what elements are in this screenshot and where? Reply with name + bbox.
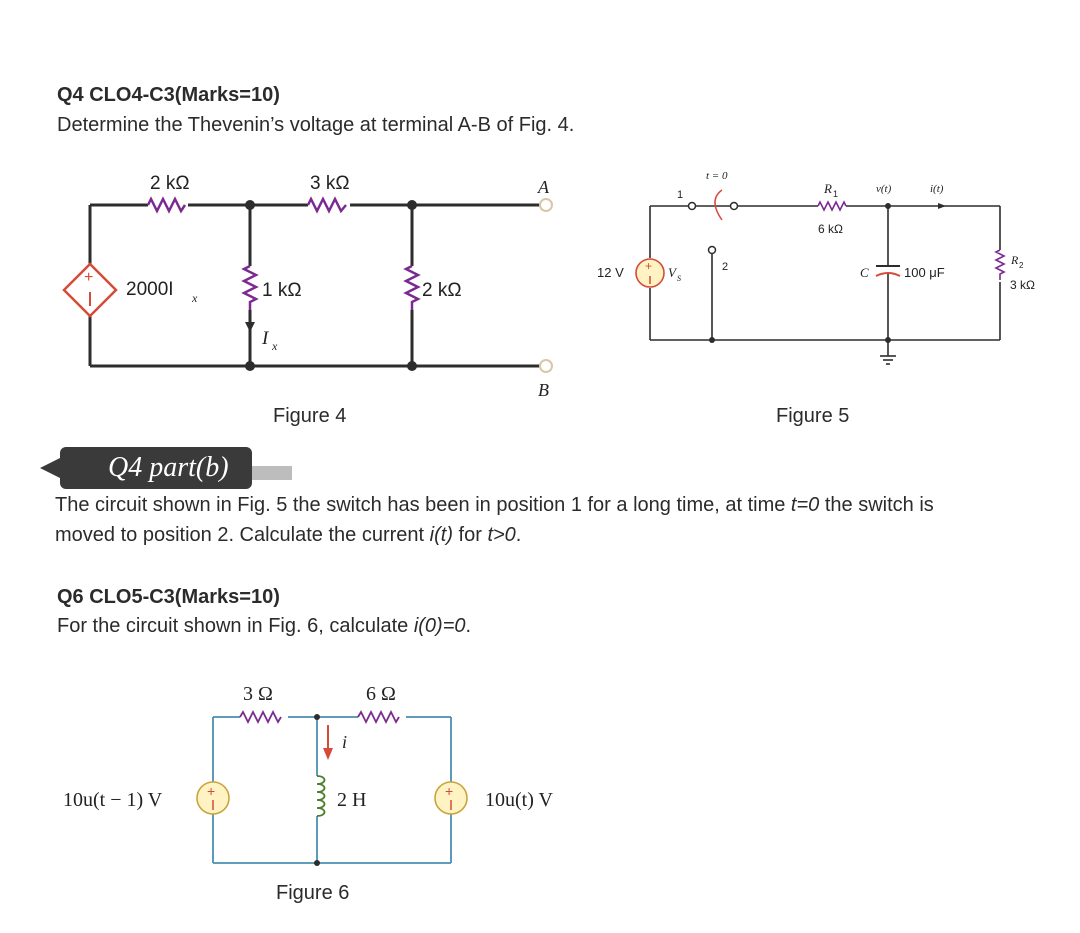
fig5-node-dot	[885, 337, 891, 343]
fig6-r-right-label: 6 Ω	[366, 683, 396, 705]
q4-prompt: Determine the Thevenin’s voltage at term…	[57, 114, 575, 136]
fig5-r1-sub: 1	[833, 189, 838, 199]
fig5-cap-name: C	[860, 265, 869, 280]
fig4-current-arrow-icon	[245, 322, 255, 332]
fig5-switch-time: t = 0	[706, 170, 728, 182]
figure-4	[88, 203, 540, 368]
fig4-terminal-b-icon	[539, 359, 553, 373]
fig5-v-label: v(t)	[876, 183, 892, 195]
fig5-switch-pole-2-icon	[707, 245, 717, 255]
fig6-current-label: i	[342, 732, 347, 752]
fig6-left-source-icon	[196, 781, 230, 815]
fig5-i-label: i(t)	[930, 183, 944, 195]
fig4-node-dot	[245, 361, 255, 371]
q4b-tag: Q4 part(b)	[60, 447, 252, 489]
fig5-source-value: 12 V	[597, 265, 624, 280]
fig5-current-arrow-icon	[938, 203, 946, 209]
fig4-r-vert2-label: 2 kΩ	[422, 280, 462, 301]
figure-6	[212, 716, 452, 864]
fig5-cap-plate-curved-icon	[875, 272, 901, 277]
fig4-terminal-a-label: A	[537, 177, 550, 197]
fig4-r-mid-label: 3 kΩ	[310, 173, 350, 194]
fig5-node-dot	[885, 203, 891, 209]
fig5-pos1-label: 1	[677, 189, 683, 201]
fig4-current-sub: x	[271, 339, 278, 353]
fig4-node-dot	[407, 200, 417, 210]
fig5-source-name: V	[668, 265, 678, 280]
fig6-node-dot	[314, 714, 320, 720]
fig4-source-sub: x	[191, 291, 198, 305]
fig5-switch-arrow-icon	[714, 189, 723, 221]
q4b-line2-2: for	[452, 524, 488, 546]
q4b-line-1: The circuit shown in Fig. 5 the switch h…	[55, 494, 934, 517]
fig6-inductor-icon	[316, 775, 326, 817]
svg-text:+: +	[445, 783, 453, 799]
figure-5	[649, 205, 1001, 356]
fig5-r2-value: 3 kΩ	[1010, 278, 1035, 292]
fig4-source-label: 2000I	[126, 279, 174, 300]
fig5-r1-name: R	[823, 181, 832, 196]
fig5-r1-icon	[817, 200, 847, 212]
fig4-resistor-3k-icon	[306, 196, 347, 214]
fig5-voltage-source-icon	[635, 258, 665, 288]
fig4-node-dot	[245, 200, 255, 210]
figure-4-caption: Figure 4	[273, 405, 347, 427]
fig5-r2-sub: 2	[1019, 261, 1024, 270]
q4-heading: Q4 CLO4-C3(Marks=10)	[57, 84, 280, 106]
fig5-switch-pivot-icon	[729, 201, 739, 211]
svg-text:+: +	[645, 259, 652, 273]
q6-prompt: For the circuit shown in Fig. 6, calcula…	[57, 615, 471, 638]
q4b-tag-bar	[252, 466, 292, 480]
fig5-cap-value: 100 μF	[904, 265, 945, 280]
q6-text-it: i(0)=0	[413, 615, 466, 637]
fig5-source-sub: S	[677, 274, 681, 283]
fig4-resistor-1k-icon	[241, 264, 259, 310]
fig5-r2-icon	[994, 249, 1006, 280]
fig5-node-dot	[709, 337, 715, 343]
q4b-tag-tail	[40, 457, 62, 479]
q4b-line-2: moved to position 2. Calculate the curre…	[55, 524, 521, 547]
fig4-terminal-b-label: B	[538, 380, 549, 400]
fig5-pos2-label: 2	[722, 261, 728, 273]
figure-5-caption: Figure 5	[776, 405, 850, 427]
fig4-node-dot	[407, 361, 417, 371]
q4b-line2-it: i(t)	[429, 524, 453, 546]
q6-text-2: .	[465, 615, 472, 637]
fig4-r-vert1-label: 1 kΩ	[262, 280, 302, 301]
fig6-resistor-3ohm-icon	[239, 709, 282, 725]
fig4-dependent-source-icon	[62, 262, 118, 318]
fig5-r2-name: R	[1010, 253, 1019, 267]
q6-heading: Q6 CLO5-C3(Marks=10)	[57, 586, 280, 608]
q4b-text-t0: t=0	[790, 494, 820, 516]
figure-6-caption: Figure 6	[276, 882, 350, 904]
fig6-resistor-6ohm-icon	[357, 709, 400, 725]
fig4-plus-sign: +	[84, 269, 93, 286]
fig4-r-left-label: 2 kΩ	[150, 173, 190, 194]
fig6-src-left-label: 10u(t − 1) V	[63, 789, 163, 811]
fig6-src-right-label: 10u(t) V	[485, 789, 554, 811]
fig6-right-source-icon	[434, 781, 468, 815]
svg-text:+: +	[207, 783, 215, 799]
q4b-text-1: The circuit shown in Fig. 5 the switch h…	[55, 494, 791, 516]
q4b-line2-cond: t>0	[487, 524, 516, 546]
q4b-text-2: the switch is	[819, 494, 934, 516]
fig6-r-left-label: 3 Ω	[243, 683, 273, 705]
fig4-resistor-2k-vert-icon	[403, 264, 421, 310]
q4b-line2-1: moved to position 2. Calculate the curre…	[55, 524, 430, 546]
fig5-switch-pole-1-icon	[687, 201, 697, 211]
q6-text-1: For the circuit shown in Fig. 6, calcula…	[57, 615, 414, 637]
q4b-line2-3: .	[515, 524, 522, 546]
fig4-resistor-2k-icon	[146, 196, 187, 214]
fig6-inductor-label: 2 H	[337, 789, 366, 811]
fig4-terminal-a-icon	[539, 198, 553, 212]
fig5-r1-value: 6 kΩ	[818, 222, 843, 236]
fig4-current-label: I	[261, 328, 270, 349]
fig6-node-dot	[314, 860, 320, 866]
